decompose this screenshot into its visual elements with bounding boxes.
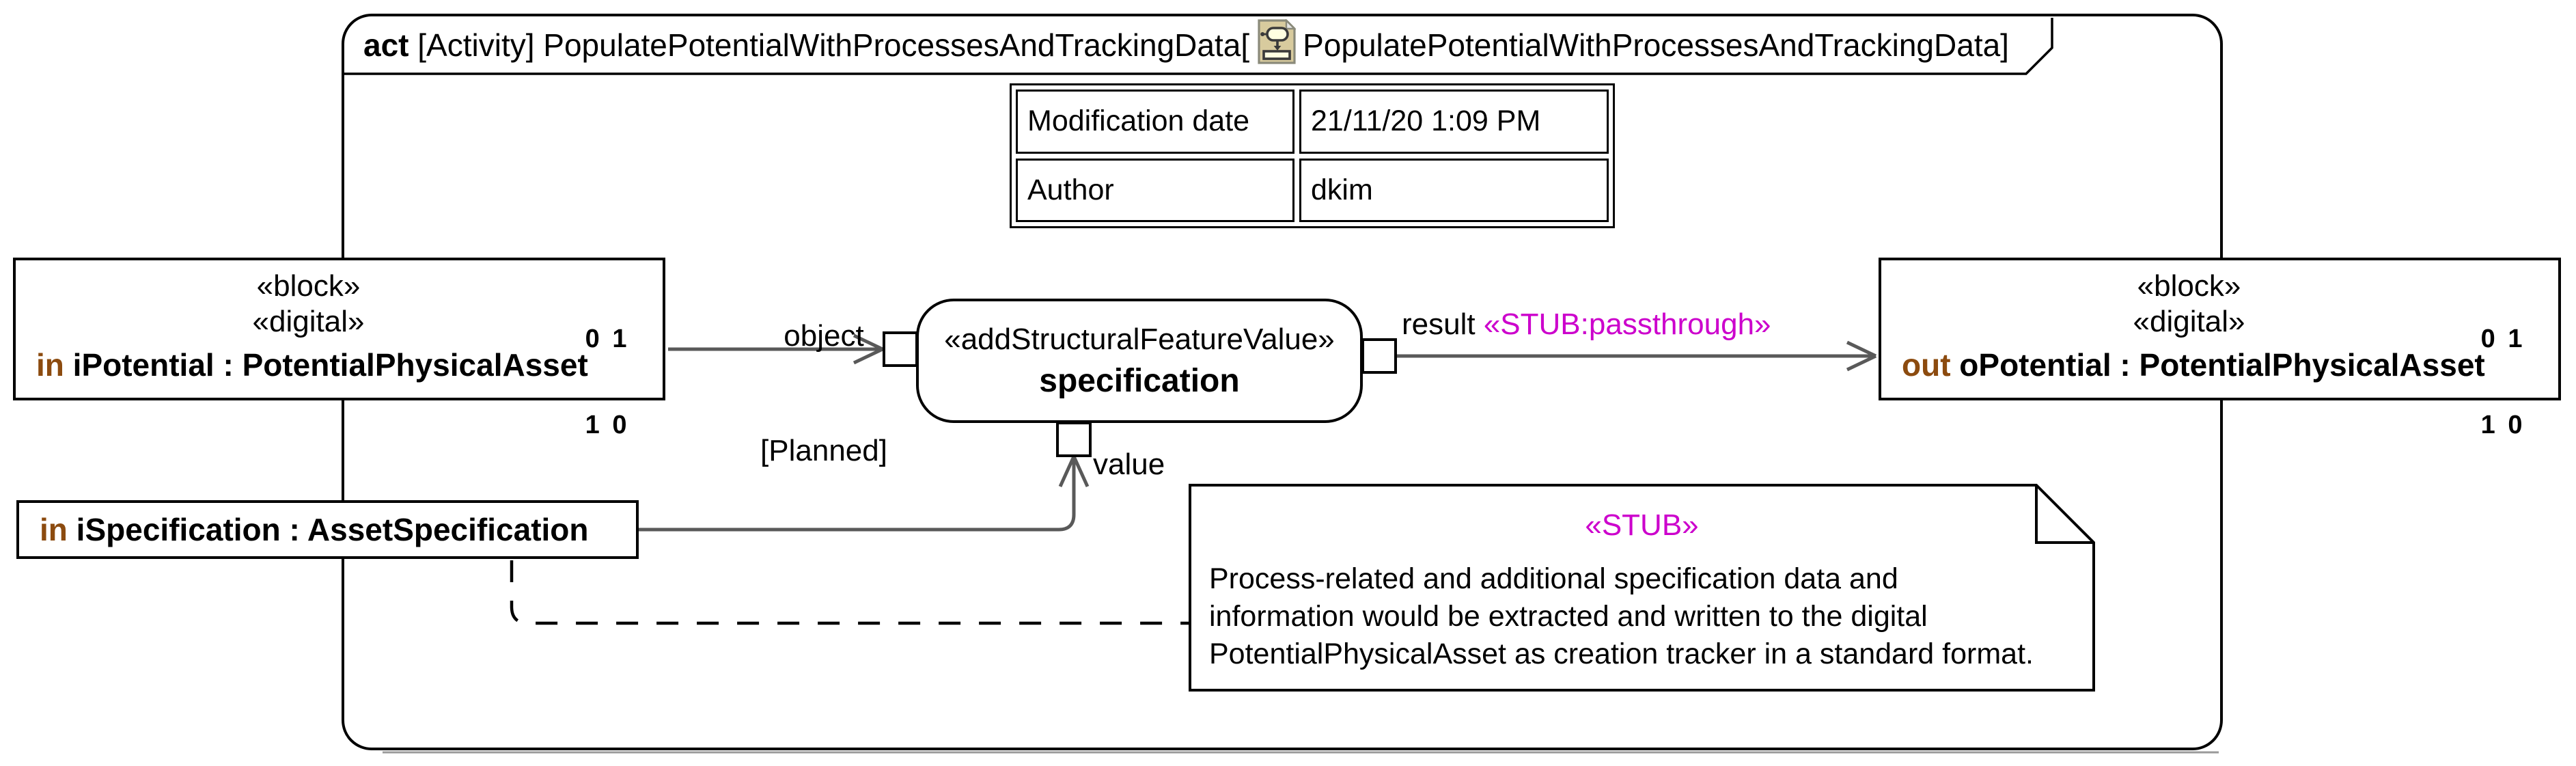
parameter-label-opotential: out oPotential : PotentialPhysicalAsset <box>1902 347 2485 383</box>
stub-note[interactable]: «STUB» Process-related and additional sp… <box>1190 485 2094 690</box>
parameter-label-ispecification: in iSpecification : AssetSpecification <box>40 512 589 547</box>
stereotype-block: «block» <box>256 269 361 303</box>
parameter-node-ipotential[interactable]: «block» «digital» 0 1 1 0 in iPotential … <box>13 258 665 439</box>
stub-passthrough-stereotype: «STUB:passthrough» <box>1483 307 1771 341</box>
frame-title-suffix: PopulatePotentialWithProcessesAndTrackin… <box>1303 27 2009 63</box>
value-flow-label: value <box>1093 448 1165 481</box>
action-name: specification <box>1039 362 1240 399</box>
frame-title-prefix: [Activity] PopulatePotentialWithProcesse… <box>408 27 1250 63</box>
object-flow-arrowhead <box>853 333 884 365</box>
note-fold-corner <box>2035 485 2094 544</box>
frame-keyword: act <box>363 27 409 63</box>
frame-title: act [Activity] PopulatePotentialWithProc… <box>363 18 2009 72</box>
stereotype-digital: «digital» <box>252 305 365 338</box>
comment-anchor-line[interactable] <box>510 560 1189 625</box>
metadata-table: Modification date 21/11/20 1:09 PM Autho… <box>1010 83 1615 228</box>
input-pin-value[interactable] <box>1056 422 1092 457</box>
result-flow-arrowhead <box>1846 340 1877 372</box>
parameter-node-ispecification[interactable]: in iSpecification : AssetSpecification <box>16 500 639 559</box>
metadata-label-modification-date: Modification date <box>1016 90 1294 154</box>
digital-binary-adornment: 0 1 1 0 <box>585 325 630 439</box>
parameter-node-opotential[interactable]: «block» «digital» 0 1 1 0 out oPotential… <box>1879 258 2561 439</box>
parameter-label-ipotential: in iPotential : PotentialPhysicalAsset <box>36 347 588 383</box>
note-stereotype-stub: «STUB» <box>1585 508 1699 542</box>
activity-diagram-icon <box>1258 18 1297 72</box>
digital-binary-adornment: 0 1 1 0 <box>2480 325 2525 439</box>
frame-title-pentagon <box>344 18 2053 75</box>
value-flow-line[interactable] <box>639 458 1076 532</box>
note-shape[interactable] <box>1189 484 2095 692</box>
stereotype-digital: «digital» <box>2133 305 2245 338</box>
note-line: information would be extracted and writt… <box>1209 600 1928 633</box>
metadata-value-author: dkim <box>1299 158 1609 222</box>
metadata-label-author: Author <box>1016 158 1294 222</box>
stereotype-add-structural-feature-value: «addStructuralFeatureValue» <box>944 322 1335 356</box>
stereotype-block: «block» <box>2137 269 2241 303</box>
output-pin-result[interactable] <box>1361 338 1397 374</box>
note-line: Process-related and additional specifica… <box>1209 562 1898 595</box>
action-specification[interactable]: «addStructuralFeatureValue» specificatio… <box>916 299 1363 423</box>
value-flow-arrowhead <box>1058 455 1090 488</box>
note-line: PotentialPhysicalAsset as creation track… <box>1209 638 2034 670</box>
object-flow-label: object [Planned] <box>760 319 887 467</box>
metadata-value-modification-date: 21/11/20 1:09 PM <box>1299 90 1609 154</box>
input-pin-object[interactable] <box>883 331 918 367</box>
result-flow-label: result «STUB:passthrough» <box>1402 307 1771 341</box>
